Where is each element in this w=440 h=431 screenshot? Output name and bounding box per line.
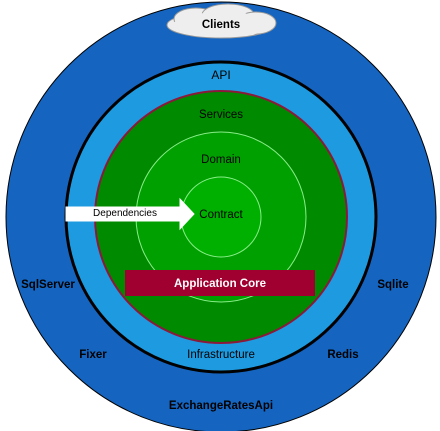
services-label: Services [199,109,243,121]
clients-label: Clients [202,19,240,31]
dependencies-label: Dependencies [93,208,157,219]
application-core-label: Application Core [174,278,266,290]
contract-label: Contract [199,209,243,221]
exchangeratesapi-label: ExchangeRatesApi [169,400,273,412]
application-core-banner [125,270,315,296]
redis-label: Redis [327,349,358,361]
clients-cloud [166,3,277,39]
sqlite-label: Sqlite [377,279,408,291]
sqlserver-label: SqlServer [21,279,75,291]
fixer-label: Fixer [79,349,107,361]
dependencies-arrow [65,197,195,231]
api-label: API [211,68,230,82]
domain-label: Domain [201,154,241,166]
infrastructure-label: Infrastructure [187,349,255,361]
